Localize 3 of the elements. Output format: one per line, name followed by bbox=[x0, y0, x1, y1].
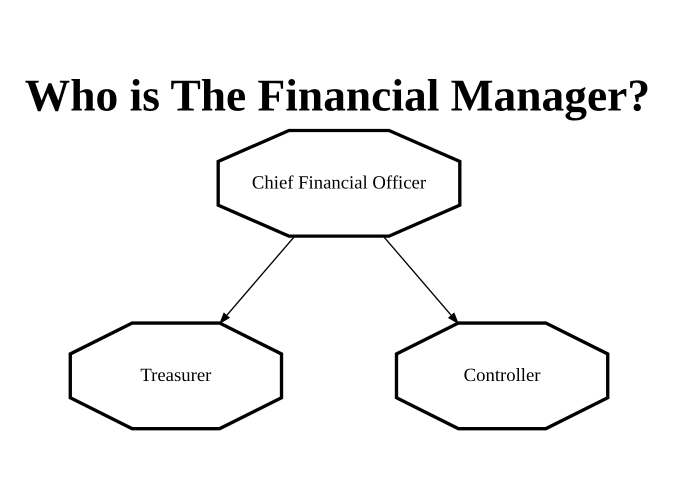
arrow bbox=[219, 236, 295, 324]
diagram-title: Who is The Financial Manager? bbox=[24, 70, 650, 121]
arrow bbox=[383, 236, 459, 324]
